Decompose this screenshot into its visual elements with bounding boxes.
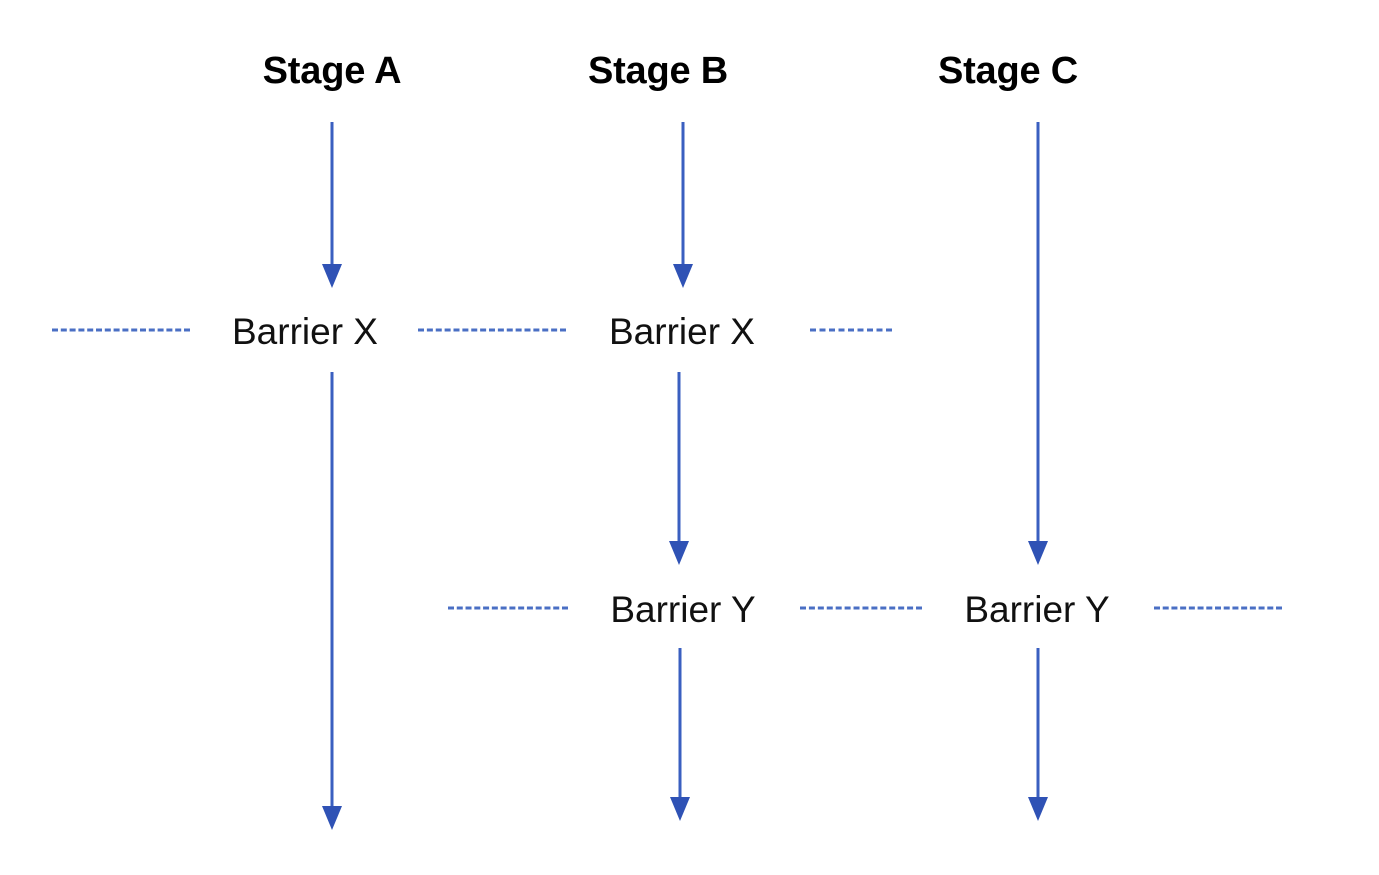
connector-barrier-x-a-to-b (418, 328, 566, 332)
arrow-stage-c-to-barrier-y (1028, 122, 1048, 565)
arrow-stage-a-barrier-x-to-bottom (322, 372, 342, 830)
barrier-node-a-x: Barrier X (232, 311, 378, 352)
barrier-node-b-x: Barrier X (609, 311, 755, 352)
connector-barrier-y-left-stub (448, 606, 568, 610)
arrow-stage-b-barrier-y-to-bottom (670, 648, 690, 821)
connector-barrier-x-right-stub (810, 328, 892, 332)
connector-barrier-y-right-stub (1154, 606, 1282, 610)
stage-header-c: Stage C (937, 50, 1079, 92)
barrier-node-c-y: Barrier Y (964, 589, 1110, 630)
arrow-stage-b-to-barrier-x (673, 122, 693, 288)
arrow-stage-b-barrier-x-to-barrier-y (669, 372, 689, 565)
arrow-stage-c-barrier-y-to-bottom (1028, 648, 1048, 821)
connector-barrier-y-b-to-c (800, 606, 922, 610)
connector-barrier-x-left-stub (52, 328, 190, 332)
arrow-stage-a-to-barrier-x (322, 122, 342, 288)
barrier-node-b-y: Barrier Y (610, 589, 756, 630)
stage-header-b: Stage B (587, 50, 729, 92)
stage-header-a: Stage A (262, 50, 402, 92)
